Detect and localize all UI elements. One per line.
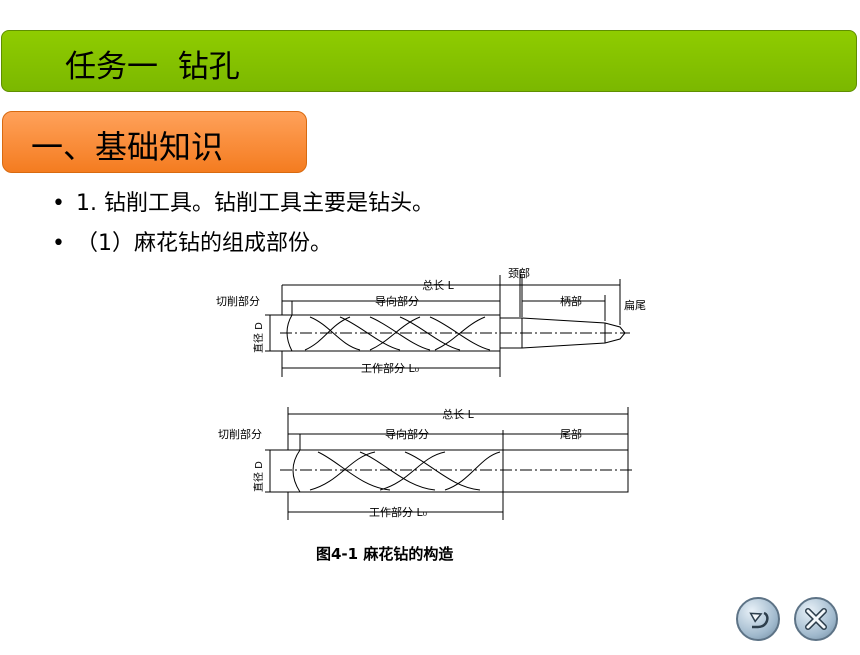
page-title: 任务一 钻孔 bbox=[65, 49, 240, 85]
diameter-label: 直径 D bbox=[252, 461, 265, 492]
section-heading: 一、基础知识 bbox=[2, 111, 307, 173]
total-length-label: 总长 L bbox=[442, 407, 474, 421]
tang-label: 扁尾 bbox=[624, 299, 646, 312]
section-title: 一、基础知识 bbox=[31, 128, 224, 166]
back-button[interactable] bbox=[736, 597, 780, 641]
guide-part-label: 导向部分 bbox=[385, 427, 429, 441]
close-x-icon bbox=[805, 608, 827, 630]
bullet-item: （1）麻花钻的组成部份。 bbox=[52, 224, 434, 264]
figure-caption: 图4-1 麻花钻的构造 bbox=[316, 545, 454, 563]
cutting-part-label: 切削部分 bbox=[218, 427, 262, 441]
tail-label: 尾部 bbox=[560, 427, 582, 441]
bullet-item: 1. 钻削工具。钻削工具主要是钻头。 bbox=[52, 184, 434, 224]
taper-shank-drill-diagram: 总长 L 颈部 切削部分 导向部分 柄部 扁尾 直径 D 工作部分 L₀ bbox=[216, 266, 646, 377]
neck-label: 颈部 bbox=[508, 266, 530, 280]
diameter-label: 直径 D bbox=[252, 322, 265, 353]
total-length-label: 总长 L bbox=[422, 278, 454, 292]
bullet-list: 1. 钻削工具。钻削工具主要是钻头。 （1）麻花钻的组成部份。 bbox=[52, 184, 434, 264]
shank-label: 柄部 bbox=[560, 294, 582, 308]
straight-shank-drill-diagram: 总长 L 切削部分 导向部分 尾部 直径 D 工作部分 L₀ bbox=[218, 407, 635, 520]
close-button[interactable] bbox=[794, 597, 838, 641]
working-part-label: 工作部分 L₀ bbox=[369, 505, 428, 519]
cutting-part-label: 切削部分 bbox=[216, 294, 260, 308]
title-bar: 任务一 钻孔 bbox=[1, 30, 857, 92]
guide-part-label: 导向部分 bbox=[375, 294, 419, 308]
working-part-label: 工作部分 L₀ bbox=[361, 361, 420, 375]
return-arrow-icon bbox=[749, 611, 769, 629]
